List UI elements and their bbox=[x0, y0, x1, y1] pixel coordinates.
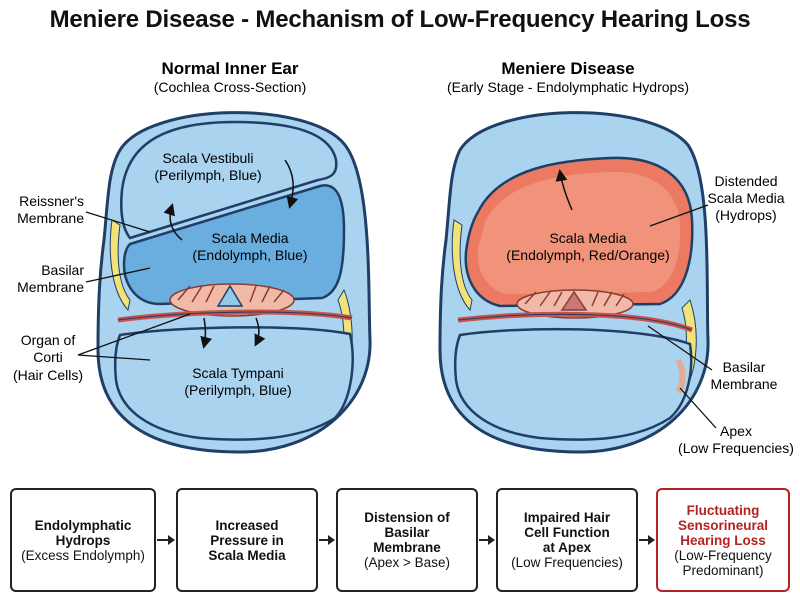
meniere-scala-tympani bbox=[453, 327, 693, 441]
flow-step-3-title-1: Distension of bbox=[364, 510, 450, 525]
flow-step-4-title-1: Impaired Hair bbox=[523, 510, 611, 525]
callout-apex-2: (Low Frequencies) bbox=[678, 440, 794, 456]
meniere-bone-left bbox=[451, 219, 473, 312]
callout-basilar-r-2: Membrane bbox=[711, 376, 778, 392]
callout-basilar-1: Basilar bbox=[41, 262, 84, 278]
normal-st-label-2: (Perilymph, Blue) bbox=[184, 382, 291, 398]
flow-step-4: Impaired Hair Cell Function at Apex (Low… bbox=[496, 488, 638, 592]
callout-basilar-2: Membrane bbox=[17, 279, 84, 295]
callout-distended-2: Scala Media bbox=[707, 190, 784, 206]
flow-step-2-title-1: Increased bbox=[215, 517, 279, 533]
normal-scala-media bbox=[122, 184, 346, 306]
flow-arrow-1 bbox=[157, 535, 175, 545]
flow-step-1-sub-1: (Excess Endolymph) bbox=[21, 547, 145, 563]
callout-basilar-r-1: Basilar bbox=[723, 359, 766, 375]
flow-step-1-title-1: Endolymphatic bbox=[34, 517, 132, 533]
meniere-arrow-up bbox=[555, 169, 573, 211]
callout-apex-line bbox=[679, 387, 717, 429]
callout-distended-line bbox=[649, 204, 709, 227]
flow-step-5-title-2: Sensorineural bbox=[677, 517, 769, 533]
meniere-subheading: (Early Stage - Endolymphatic Hydrops) bbox=[447, 79, 689, 95]
callout-apex-1: Apex bbox=[720, 423, 752, 439]
mechanism-flowchart: Endolymphatic Hydrops (Excess Endolymph)… bbox=[0, 488, 800, 592]
normal-arrow-up-media bbox=[163, 203, 183, 241]
flow-step-4-title-2: Cell Function bbox=[524, 525, 610, 540]
normal-heading: Normal Inner Ear bbox=[162, 59, 299, 78]
flow-step-5-title-1: Fluctuating bbox=[686, 502, 760, 518]
callout-corti-3: (Hair Cells) bbox=[13, 367, 83, 383]
callout-basilar-line bbox=[85, 267, 151, 283]
normal-sv-label-2: (Perilymph, Blue) bbox=[154, 167, 261, 183]
callout-corti-line-2 bbox=[77, 354, 151, 361]
meniere-apex-highlight bbox=[675, 358, 686, 394]
flow-step-5-sub-1: (Low-Frequency bbox=[674, 547, 772, 563]
flow-step-5-title-3: Hearing Loss bbox=[680, 532, 766, 548]
meniere-sm-label-1: Scala Media bbox=[549, 230, 626, 246]
normal-arrow-down-corti-2 bbox=[254, 317, 266, 347]
meniere-sm-label-2: (Endolymph, Red/Orange) bbox=[506, 247, 669, 263]
flow-step-1-title-2: Hydrops bbox=[55, 532, 111, 548]
normal-organ-of-corti bbox=[169, 283, 295, 317]
normal-arrow-down-corti-1 bbox=[200, 317, 213, 349]
normal-sv-label-1: Scala Vestibuli bbox=[162, 150, 253, 166]
flow-step-5-outcome: Fluctuating Sensorineural Hearing Loss (… bbox=[656, 488, 790, 592]
callout-reissner-1: Reissner's bbox=[19, 193, 84, 209]
meniere-heading: Meniere Disease bbox=[501, 59, 634, 78]
callout-corti-2: Corti bbox=[33, 349, 63, 365]
normal-bone-left bbox=[109, 219, 131, 312]
page-title: Meniere Disease - Mechanism of Low-Frequ… bbox=[49, 6, 751, 33]
normal-st-label-1: Scala Tympani bbox=[192, 365, 284, 381]
normal-arrow-down-vestibuli bbox=[284, 159, 299, 209]
flow-step-3-title-3: Membrane bbox=[373, 540, 441, 555]
flow-step-2: Increased Pressure in Scala Media bbox=[176, 488, 318, 592]
normal-scala-tympani bbox=[113, 326, 354, 441]
flow-step-4-title-3: at Apex bbox=[542, 540, 592, 555]
flow-step-3-sub-1: (Apex > Base) bbox=[364, 555, 450, 570]
flow-step-5-sub-2: Predominant) bbox=[682, 562, 764, 578]
meniere-organ-of-corti bbox=[516, 289, 634, 319]
normal-sm-label-2: (Endolymph, Blue) bbox=[192, 247, 307, 263]
callout-reissner-line bbox=[85, 211, 151, 233]
flow-arrow-4 bbox=[639, 535, 655, 545]
callout-distended-1: Distended bbox=[714, 173, 777, 189]
callout-reissner-2: Membrane bbox=[17, 210, 84, 226]
flow-arrow-3 bbox=[479, 535, 495, 545]
normal-subheading: (Cochlea Cross-Section) bbox=[154, 79, 307, 95]
cochlea-diagram: Normal Inner Ear (Cochlea Cross-Section)… bbox=[13, 59, 794, 456]
normal-scala-vestibuli bbox=[120, 120, 338, 240]
callout-corti-1: Organ of bbox=[21, 332, 76, 348]
normal-sm-label-1: Scala Media bbox=[211, 230, 288, 246]
callout-basilar-r-line bbox=[647, 325, 713, 371]
flow-arrow-2 bbox=[319, 535, 335, 545]
flow-step-1: Endolymphatic Hydrops (Excess Endolymph) bbox=[10, 488, 156, 592]
flow-step-4-sub-1: (Low Frequencies) bbox=[511, 555, 623, 570]
flow-step-3-title-2: Basilar bbox=[384, 525, 430, 540]
callout-corti-line-1 bbox=[77, 313, 191, 356]
callout-distended-3: (Hydrops) bbox=[715, 207, 776, 223]
flow-step-2-title-3: Scala Media bbox=[208, 547, 286, 563]
flow-step-3: Distension of Basilar Membrane (Apex > B… bbox=[336, 488, 478, 592]
flow-step-2-title-2: Pressure in bbox=[210, 532, 284, 548]
